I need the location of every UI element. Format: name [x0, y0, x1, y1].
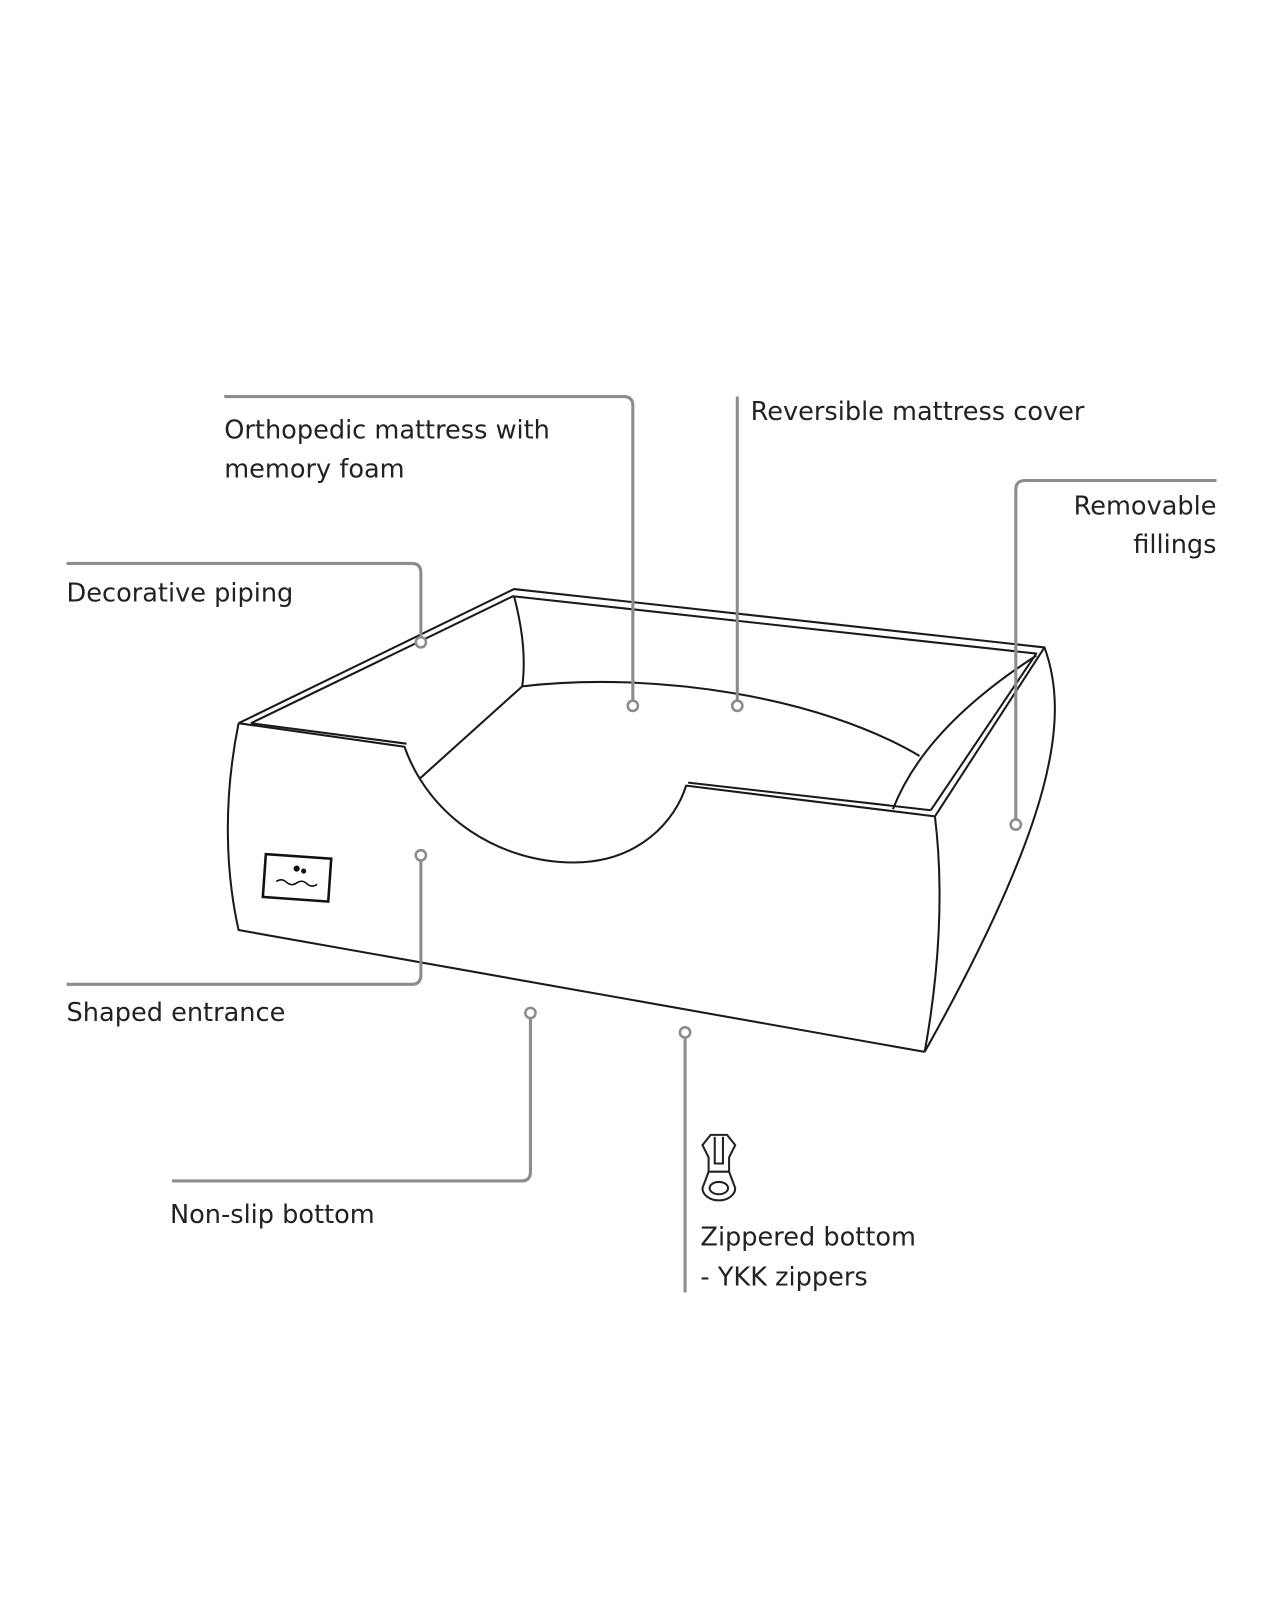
bed-top-rim-outer — [238, 588, 1046, 817]
bed-front-right-corner — [923, 816, 941, 1053]
zipper-icon — [701, 1133, 737, 1202]
nonslip-marker — [524, 1006, 537, 1020]
removable-label-line1: Removable — [1074, 491, 1217, 521]
reversible-label: Reversible mattress cover — [751, 397, 1085, 427]
dog-bed-illustration — [226, 588, 1056, 1053]
shaped-label: Shaped entrance — [67, 998, 286, 1028]
decorative-label: Decorative piping — [67, 578, 294, 608]
decorative-marker — [414, 635, 428, 649]
bed-front-rim-piping — [250, 722, 931, 812]
removable-marker — [1009, 818, 1023, 831]
bed-left-side — [226, 722, 925, 1053]
removable-leader-line — [1014, 478, 1217, 820]
nonslip-label: Non-slip bottom — [170, 1200, 375, 1230]
orthopedic-leader-line — [224, 395, 635, 701]
orthopedic-label-line1: Orthopedic mattress with — [224, 416, 550, 446]
orthopedic-marker — [626, 699, 640, 713]
shaped-leader-line — [66, 860, 423, 986]
zippered-marker — [678, 1026, 692, 1039]
bed-back-wall-left — [513, 595, 525, 687]
nonslip-leader-line — [172, 1018, 532, 1183]
shaped-marker — [414, 848, 428, 862]
removable-label-line2: fillings — [1133, 530, 1216, 560]
reversible-marker — [730, 699, 744, 713]
bed-right-side — [923, 647, 1056, 1053]
decorative-leader-line — [66, 561, 423, 638]
bed-top-rim-inner — [250, 595, 1038, 811]
zippered-label-line1: Zippered bottom — [700, 1222, 916, 1252]
bed-front-rim — [238, 722, 936, 864]
brand-label-logo — [261, 852, 333, 903]
orthopedic-label-line2: memory foam — [224, 454, 404, 484]
zippered-label-line2: - YKK zippers — [700, 1262, 867, 1292]
bed-mattress-edge — [419, 680, 921, 780]
bed-right-inner-wall — [891, 654, 1037, 810]
callout-lines — [66, 395, 1217, 1293]
